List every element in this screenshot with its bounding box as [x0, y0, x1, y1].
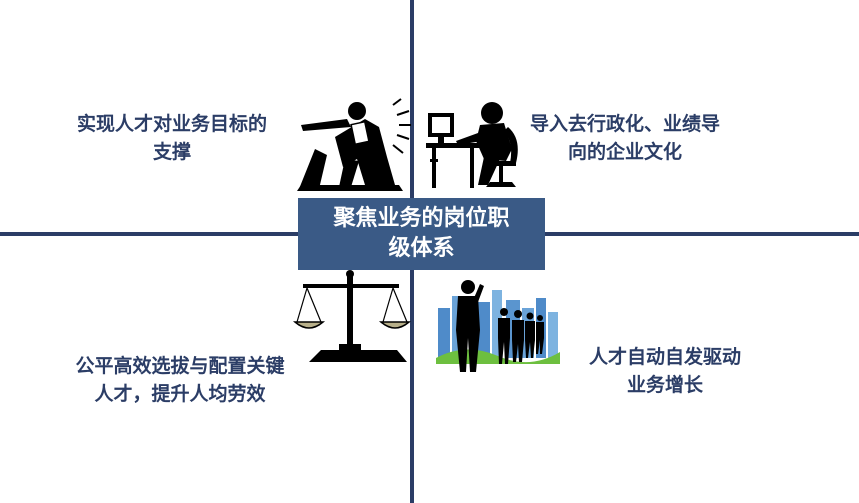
quadrant-bottom-left-line1: 公平高效选拔与配置关键: [75, 355, 285, 377]
quadrant-top-right-line1: 导入去行政化、业绩导: [529, 113, 720, 135]
quadrant-bottom-left-line2: 人才，提升人均劳效: [94, 383, 266, 405]
center-title-line1: 聚焦业务的岗位职: [333, 206, 510, 231]
business-people-icon: [436, 280, 560, 372]
quadrant-top-left-text: 实现人才对业务目标的 支撑: [52, 110, 292, 166]
quadrant-bottom-left-text: 公平高效选拔与配置关键 人才，提升人均劳效: [40, 352, 320, 408]
person-at-desk-icon: [426, 102, 518, 188]
quadrant-bottom-right-line2: 业务增长: [626, 374, 703, 396]
quadrant-bottom-right-line1: 人才自动自发驱动: [588, 346, 741, 368]
center-title-box: 聚焦业务的岗位职 级体系: [298, 198, 545, 270]
quadrant-bottom-right-text: 人才自动自发驱动 业务增长: [555, 343, 775, 399]
quadrant-top-right-text: 导入去行政化、业绩导 向的企业文化: [505, 110, 745, 166]
boss-pointing-icon: [297, 98, 411, 191]
quadrant-top-left-line2: 支撑: [152, 141, 191, 163]
quadrant-top-left-line1: 实现人才对业务目标的: [76, 113, 267, 135]
balance-scale-icon: [293, 270, 411, 362]
quadrant-top-right-line2: 向的企业文化: [567, 141, 682, 163]
center-title-line2: 级体系: [388, 236, 455, 261]
